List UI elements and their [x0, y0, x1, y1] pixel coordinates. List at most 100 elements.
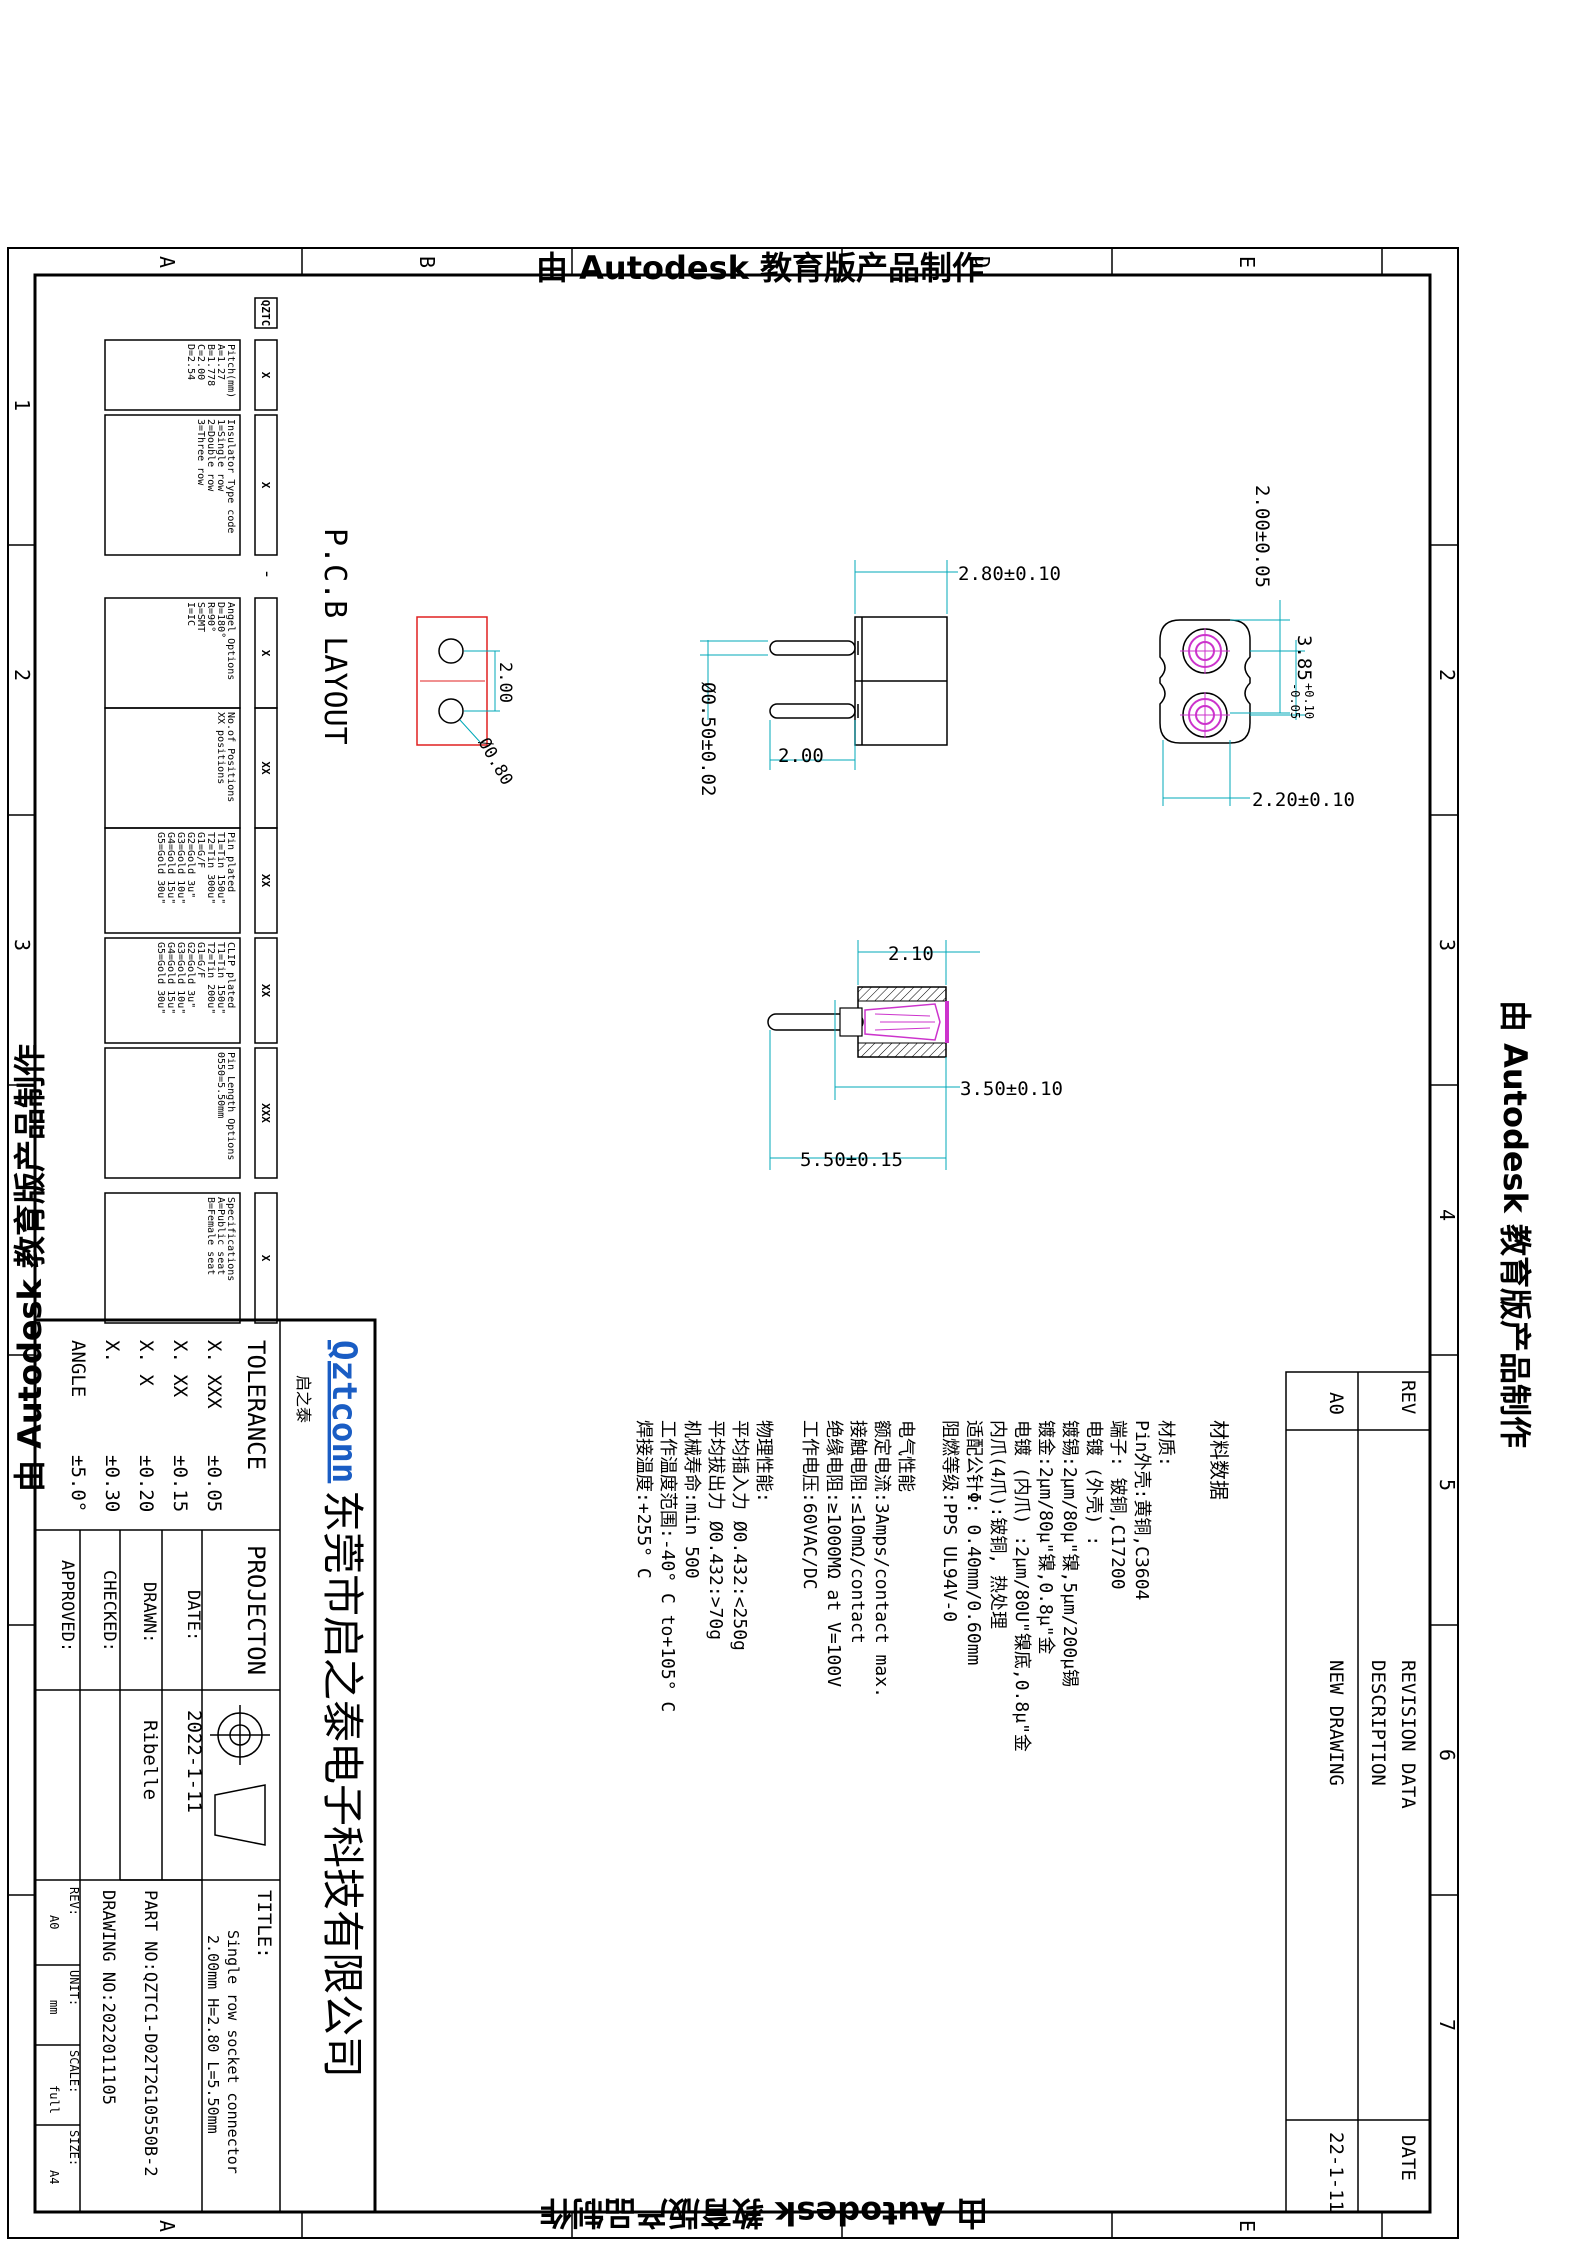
- drawn-label: DRAWN:: [139, 1582, 159, 1643]
- order-code: X: [259, 482, 272, 489]
- dim-top-height-value: 3.85: [1293, 635, 1315, 681]
- order-option: 3=Three row: [195, 419, 206, 486]
- grid-divisions: [8, 248, 1458, 2238]
- grid-number: 4: [1435, 1209, 1459, 1221]
- order-option: G5=Gold 30u": [155, 832, 166, 904]
- spec-line: 绝缘电阻:≥1000MΩ at V=100V: [823, 1420, 844, 1687]
- pcb-hole-label: Ø0.80: [474, 735, 517, 789]
- order-code-box: [254, 827, 278, 934]
- tolerance-key: X. X: [135, 1340, 157, 1386]
- scale-value: full: [47, 2085, 61, 2114]
- order-option-box: [104, 414, 241, 556]
- rev-label-tb: REV:: [67, 1887, 81, 1916]
- grid-number: 1: [10, 399, 34, 411]
- pcb-layout-title: P.C.B LAYOUT: [317, 528, 352, 745]
- side-view: [769, 616, 948, 746]
- order-option: D=180°: [215, 602, 226, 638]
- order-option: G2=Gold 3u": [185, 942, 196, 1008]
- grid-number: 5: [1435, 1479, 1459, 1491]
- title-line-2: 2.00mm H=2.80 L=5.50mm: [204, 1935, 222, 2134]
- dim-pin-diameter: Ø0.50±0.02: [697, 682, 719, 796]
- dim-section-body: 3.50±0.10: [960, 1078, 1063, 1100]
- spec-line: 材质:: [1155, 1420, 1176, 1467]
- order-option: A=Public seat: [215, 1197, 226, 1275]
- spec-line: 电气性能: [895, 1420, 916, 1492]
- order-option-box: [104, 827, 241, 934]
- drawing-number: DRAWING NO:2022011105: [98, 1890, 118, 2105]
- grid-letter: B: [415, 256, 439, 268]
- rev-value-tb: A0: [47, 1915, 61, 1929]
- spec-line: 阻燃等级:PPS UL94V-0: [939, 1420, 960, 1622]
- order-option: R=90°: [205, 602, 216, 632]
- spec-line: 电镀 (内爪) :2μm/80U"镍底,0.8μ"金: [1011, 1420, 1032, 1752]
- order-option: G3=Gold 10u": [175, 942, 186, 1014]
- rev-description: NEW DRAWING: [1325, 1660, 1347, 1786]
- section-view: [767, 986, 949, 1058]
- order-code-box: [254, 1047, 278, 1179]
- order-code: X: [259, 650, 272, 657]
- spec-line: 机械寿命:min 500: [681, 1420, 702, 1579]
- order-option: T2=Tin 300u": [205, 832, 216, 904]
- size-label: SIZE:: [67, 2130, 81, 2166]
- projection-label: PROJECTON: [242, 1545, 270, 1675]
- order-option: B=1.778: [205, 344, 216, 386]
- revision-table: [1285, 1371, 1431, 2213]
- order-option: G4=Gold 15u": [165, 942, 176, 1014]
- top-view: [1159, 619, 1251, 744]
- spec-line: 端子: 铍铜,C17200: [1107, 1420, 1128, 1590]
- order-option-title: CLIP plated: [225, 942, 236, 1008]
- order-option: T1=Tin 150u": [215, 832, 226, 904]
- spec-line: 工作温度范围:-40° C to+105° C: [657, 1420, 678, 1712]
- title-block: [33, 1318, 377, 2214]
- spec-line: 物理性能:: [753, 1420, 774, 1503]
- logo: Qztconn 启之泰: [294, 1340, 364, 1483]
- order-option: I=IC: [185, 602, 196, 626]
- order-option: C=2.00: [195, 344, 206, 380]
- dim-top-height-tol-plus: +0.10: [1302, 683, 1316, 719]
- dim-top-height: 3.85 +0.10 -0.05: [1288, 635, 1316, 719]
- order-option: G5=Gold 30u": [155, 942, 166, 1014]
- grid-number: 3: [1435, 939, 1459, 951]
- tolerance-value: ±0.05: [203, 1455, 225, 1512]
- order-option: 2=Double row: [205, 419, 216, 492]
- inner-frame: [33, 273, 1432, 2214]
- order-option-box: [104, 339, 241, 411]
- grid-number: 2: [10, 669, 34, 681]
- order-code-box: [254, 339, 278, 411]
- order-option-title: Pin plated: [225, 832, 236, 892]
- tolerance-label: TOLERANCE: [242, 1340, 270, 1470]
- order-option: G3=Gold 10u": [175, 832, 186, 904]
- dim-top-height-tol-minus: -0.05: [1288, 683, 1302, 719]
- watermark-top: 由 Autodesk 教育版产品制作: [536, 249, 985, 287]
- unit-value: mm: [47, 2000, 61, 2014]
- code-prefix: QZTC: [259, 300, 272, 327]
- logo-text: Qztconn: [324, 1340, 364, 1483]
- pcb-pitch-label: 2.00: [495, 662, 515, 703]
- pcb-layout-drawing: 2.00 Ø0.80: [416, 616, 517, 789]
- order-option-title: Pitch(mm): [225, 344, 236, 398]
- rev-value: A0: [1325, 1392, 1347, 1415]
- code-separator: -: [257, 569, 278, 580]
- grid-number: 7: [1435, 2019, 1459, 2031]
- order-option-title: No.of Positions: [225, 712, 236, 802]
- order-option: G2=Gold 3u": [185, 832, 196, 898]
- grid-number: 3: [10, 939, 34, 951]
- order-code-box: [254, 937, 278, 1044]
- order-code: XXX: [259, 1103, 272, 1123]
- size-value: A4: [47, 2170, 61, 2184]
- ordering-code-table: QZTC - XPitch(mm)A=1.27B=1.778C=2.00D=2.…: [104, 297, 278, 1324]
- tolerance-value: ±0.15: [169, 1455, 191, 1512]
- date-label: DATE:: [183, 1590, 203, 1641]
- grid-letter: A: [155, 256, 179, 268]
- order-option: 1=Single row: [215, 419, 226, 492]
- spec-line: 平均插入力 Ø0.432:<250g: [729, 1420, 750, 1651]
- checked-label: CHECKED:: [99, 1570, 119, 1652]
- spec-line: 镀锡:2μm/80μ"镍,5μm/200μ锡: [1059, 1420, 1080, 1687]
- grid-number: 2: [1435, 669, 1459, 681]
- tolerance-rows: X. XXX±0.05X. XX±0.15X. X±0.20X.±0.30ANG…: [67, 1340, 225, 1512]
- order-code-box: [254, 1192, 278, 1324]
- dim-top-pitch: 2.00±0.05: [1251, 485, 1273, 588]
- order-option-box: [104, 937, 241, 1044]
- spec-line: Pin外壳:黄铜,C3604: [1131, 1420, 1152, 1600]
